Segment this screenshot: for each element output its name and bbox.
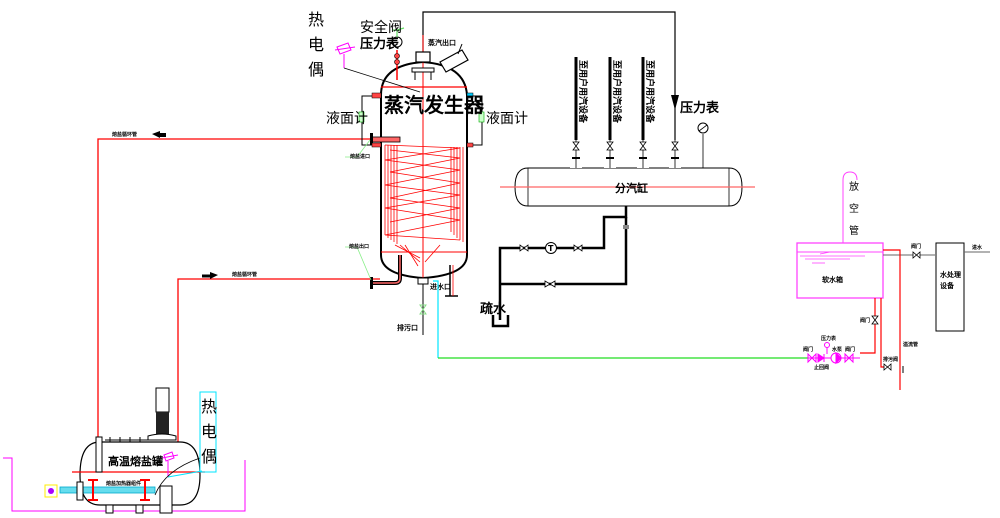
branch-valve-4 bbox=[671, 141, 679, 151]
vent-pipe-label-1: 放 bbox=[849, 180, 859, 193]
header-drain-fitting bbox=[623, 225, 629, 229]
soft-water-tank-label: 软水箱 bbox=[822, 275, 843, 284]
tank-thermocouple-label-3: 偶 bbox=[201, 447, 217, 466]
tank-thermocouple-label-2: 电 bbox=[201, 422, 217, 441]
steam-flow-arrow bbox=[671, 95, 679, 110]
salt-tank-pit bbox=[3, 457, 246, 512]
heating-coil bbox=[384, 144, 464, 267]
supply-flow-arrowhead bbox=[210, 272, 218, 279]
pump-group-label-4: 水泵 bbox=[831, 346, 843, 353]
thermocouple-label-3: 偶 bbox=[308, 60, 324, 79]
salt-heater-label: 熔盐加热器组件 bbox=[106, 480, 141, 487]
salt-supply-label: 熔盐循环管 bbox=[232, 271, 257, 278]
tank-outlet-valve bbox=[871, 315, 879, 325]
drain-water-label: 疏水 bbox=[480, 301, 507, 317]
molten-salt-supply-pipe bbox=[177, 278, 380, 455]
supply-flow-arrow-tail bbox=[202, 274, 211, 278]
pump-group-label-3: 压力表 bbox=[821, 335, 837, 342]
trap-valve-left bbox=[519, 244, 529, 252]
pump-group-label-2: 止回阀 bbox=[814, 364, 829, 371]
safety-valve-label: 安全阀 bbox=[360, 19, 402, 36]
branch-valve-3 bbox=[639, 141, 647, 151]
salt-inlet-label: 熔盐进口 bbox=[350, 153, 370, 160]
right-level-gauge-label: 液面计 bbox=[486, 111, 528, 127]
treatment-valve-label: 阀门 bbox=[911, 243, 921, 250]
steam-trap-label: T bbox=[548, 244, 554, 253]
tank-thermocouple-frame bbox=[199, 391, 217, 473]
salt-tank-label: 高温熔盐罐 bbox=[108, 454, 163, 468]
steam-generator-label: 蒸汽发生器 bbox=[384, 93, 485, 117]
molten-salt-return-pipe bbox=[97, 138, 380, 445]
thermocouple-label-2: 电 bbox=[308, 35, 324, 54]
overflow-label: 溢流管 bbox=[903, 341, 918, 348]
steam-header bbox=[500, 57, 755, 207]
molten-salt-tank bbox=[44, 387, 205, 514]
steam-outlet-label: 蒸汽出口 bbox=[428, 38, 456, 47]
drain-valve-label: 排污阀 bbox=[883, 356, 898, 363]
branch-valve-1 bbox=[572, 141, 580, 151]
treatment-valve bbox=[912, 251, 921, 259]
user-branch-label-2: 至用户用汽设备 bbox=[611, 60, 623, 124]
pump-group-label-5: 阀门 bbox=[845, 346, 855, 353]
feed-pump-group bbox=[807, 342, 860, 365]
raw-water-inlet-label: 进水 bbox=[972, 244, 983, 251]
feed-water-line-cyan bbox=[433, 280, 439, 358]
water-inlet-label: 进水口 bbox=[430, 282, 451, 291]
header-pressure-gauge-label: 压力表 bbox=[680, 100, 720, 116]
left-level-gauge-label: 液面计 bbox=[326, 111, 368, 127]
trap-valve-right bbox=[573, 244, 583, 252]
steam-header-label: 分汽缸 bbox=[615, 181, 648, 195]
vent-pipe-label-2: 空 bbox=[849, 202, 859, 215]
salt-return-label: 熔盐循环管 bbox=[112, 131, 137, 138]
drain-valve bbox=[883, 363, 892, 371]
drain-trap-lines bbox=[491, 206, 628, 328]
drain-outlet-label: 排污口 bbox=[397, 323, 418, 332]
tank-thermocouple-label-1: 热 bbox=[201, 397, 217, 416]
salt-outlet-label: 熔盐出口 bbox=[349, 243, 369, 250]
branch-valve-2 bbox=[606, 141, 614, 151]
water-treatment-label-2: 设备 bbox=[940, 281, 955, 290]
user-branch-label-3: 至用户用汽设备 bbox=[644, 60, 656, 124]
user-branch-label-1: 至用户用汽设备 bbox=[577, 60, 589, 124]
pump-group-label-1: 阀门 bbox=[803, 346, 813, 353]
steam-generator-vessel bbox=[334, 27, 485, 335]
water-treatment-equipment bbox=[935, 242, 965, 332]
water-treatment-label-1: 水处理 bbox=[940, 270, 961, 279]
return-flow-arrowhead bbox=[152, 131, 160, 138]
bypass-valve bbox=[544, 280, 556, 288]
vent-pipe-label-3: 管 bbox=[849, 224, 859, 237]
thermocouple-label-1: 热 bbox=[308, 10, 324, 29]
tank-outlet-valve-label: 阀门 bbox=[860, 317, 870, 324]
steam-trap-icon bbox=[545, 242, 557, 254]
soft-water-tank bbox=[796, 171, 884, 299]
generator-pressure-gauge-label: 压力表 bbox=[360, 36, 400, 52]
